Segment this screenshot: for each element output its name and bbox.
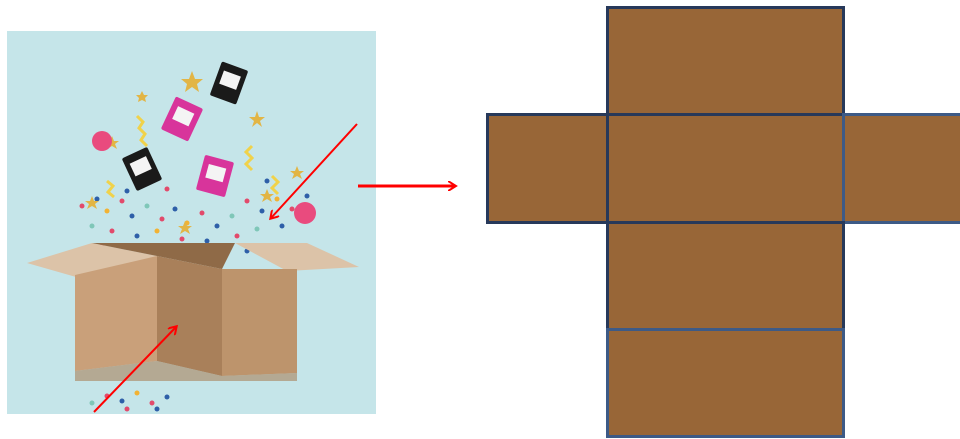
- net-face-front: [606, 221, 845, 331]
- net-face-center-base: [606, 113, 845, 224]
- pink-ball-left: [92, 131, 112, 151]
- magenta-cartridge-right: [196, 155, 234, 197]
- net-face-right-side: [842, 113, 960, 224]
- black-cartridge-top: [210, 61, 248, 105]
- magenta-cartridge-top: [161, 97, 203, 141]
- net-face-left-side: [486, 113, 609, 224]
- net-face-bottom-flap: [606, 328, 845, 438]
- net-face-top-flap: [606, 6, 845, 116]
- black-cartridge-left: [122, 147, 162, 191]
- box-illustration: [7, 31, 376, 414]
